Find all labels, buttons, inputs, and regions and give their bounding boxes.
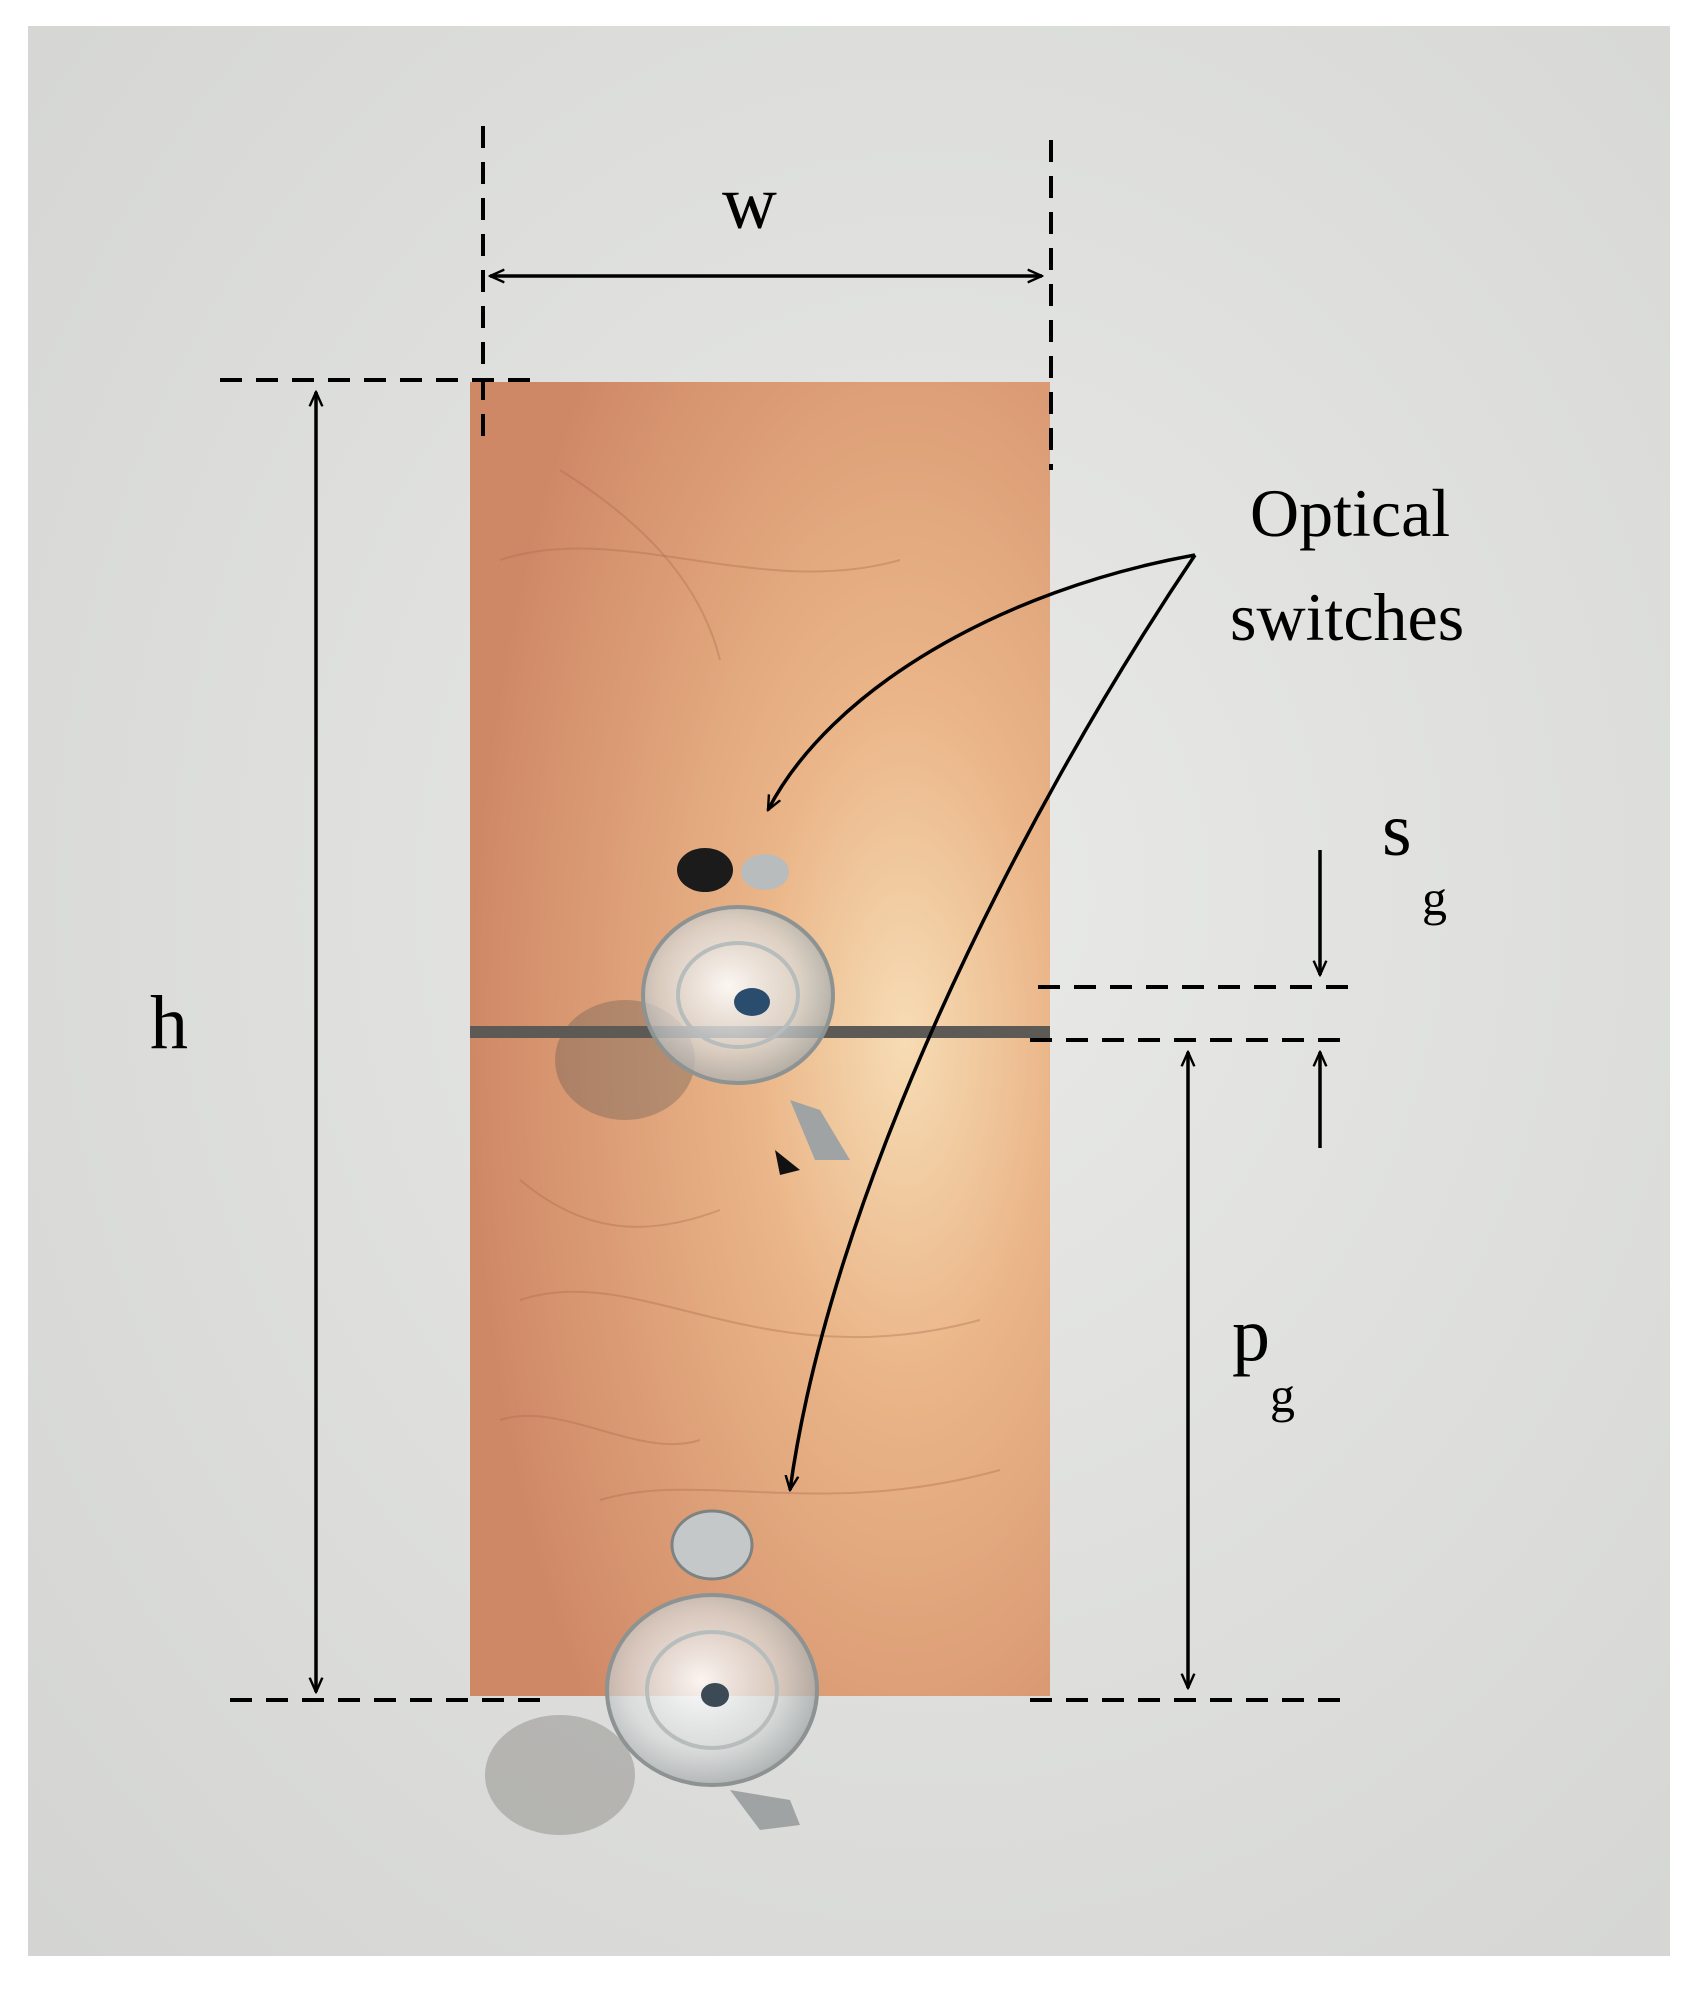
position-subscript: g	[1270, 1367, 1295, 1423]
optical-switch-lower	[485, 1509, 819, 1835]
height-label: h	[150, 981, 188, 1065]
position-label: p	[1232, 1293, 1270, 1377]
reference-lines	[220, 126, 1355, 1702]
callout-label-line2: switches	[1230, 579, 1464, 655]
callout-arrow-lower	[790, 554, 1197, 1490]
gap-label: s	[1382, 788, 1412, 872]
gap-subscript: g	[1422, 870, 1447, 926]
width-label: w	[722, 161, 777, 245]
callout-arrow-upper	[766, 553, 1196, 810]
optical-switch-upper	[555, 848, 850, 1175]
dimension-arrows	[316, 276, 1320, 1692]
callout-label-line1: Optical	[1250, 475, 1450, 551]
